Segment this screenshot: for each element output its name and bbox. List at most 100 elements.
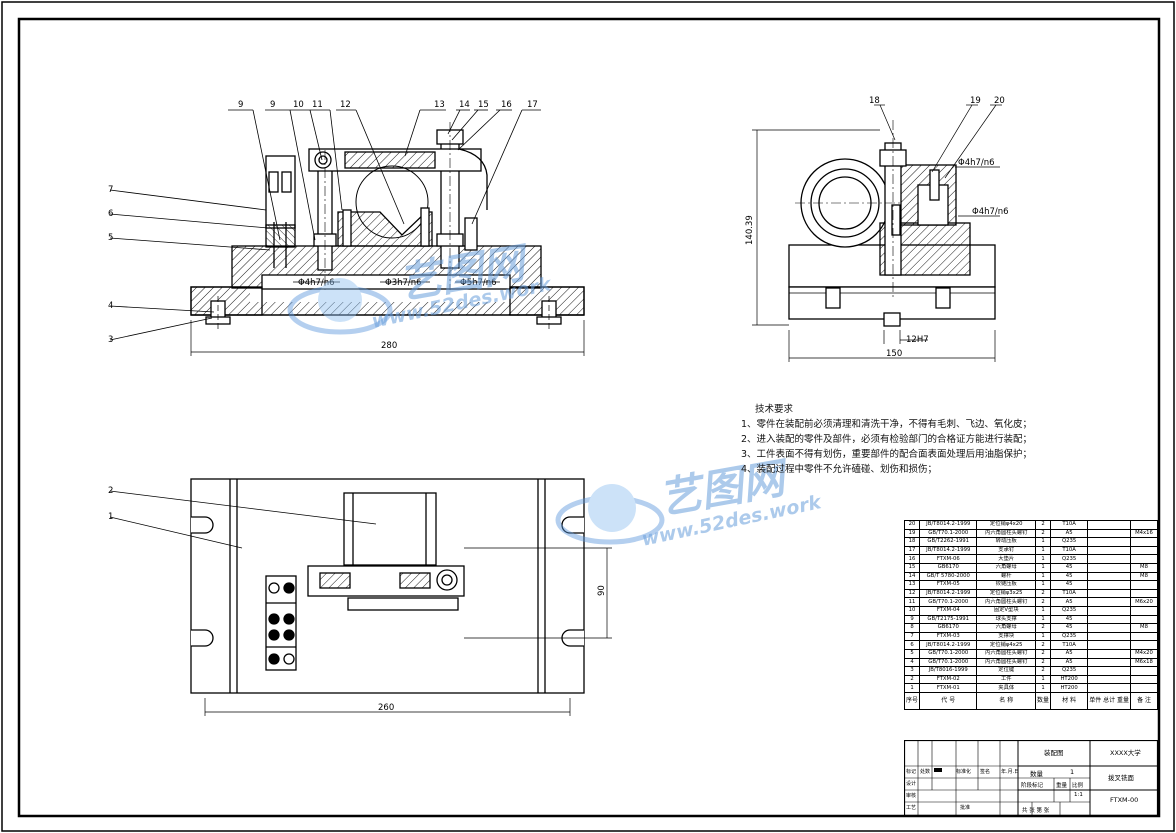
- bom-cell-code: JB/T8014.2-1999: [919, 640, 978, 650]
- bom-cell-code: JB/T8016-1999: [919, 666, 978, 676]
- bom-cell-remark: [1130, 554, 1158, 564]
- bom-cell-qty: 1: [1034, 683, 1052, 693]
- bom-cell-mat: Q235: [1050, 631, 1089, 642]
- bom-cell-qty: 1: [1034, 605, 1052, 616]
- bom-cell-no: 18: [903, 537, 921, 547]
- label-14: 14: [459, 100, 470, 110]
- bom-cell-no: 11: [903, 597, 921, 607]
- bom-header-wt: 单件 总计 重量: [1087, 691, 1132, 710]
- label-12: 12: [340, 100, 351, 110]
- bom-cell-code: JB/T8014.2-1999: [919, 588, 978, 599]
- tb-drawing-no: FTXM-00: [1110, 796, 1139, 804]
- bom-cell-name: 工件: [976, 674, 1036, 685]
- bom-cell-remark: M8: [1130, 571, 1158, 582]
- bom-cell-qty: 2: [1034, 588, 1052, 599]
- watermark-logo-1: [287, 278, 393, 335]
- bom-cell-wt: [1087, 528, 1132, 539]
- bom-cell-code: FTXM-03: [919, 631, 978, 642]
- label-13: 13: [434, 100, 445, 110]
- bom-cell-mat: HT200: [1050, 683, 1089, 693]
- tb-scale: 1:1: [1074, 792, 1083, 798]
- bom-cell-name: 固定V型块: [976, 605, 1036, 616]
- front-view: [190, 122, 585, 330]
- bom-header-remark: 备 注: [1130, 691, 1158, 710]
- bom-cell-wt: [1087, 554, 1132, 564]
- bom-cell-code: GB/T70.1-2000: [919, 657, 978, 668]
- bom-cell-mat: A5: [1050, 648, 1089, 659]
- bom-cell-name: 转动压板: [976, 537, 1036, 547]
- label-1: 1: [108, 512, 113, 522]
- bom-cell-mat: T10A: [1050, 545, 1089, 556]
- bom-cell-mat: HT200: [1050, 674, 1089, 685]
- bom-cell-wt: [1087, 545, 1132, 556]
- tb-qty: 1: [1070, 768, 1075, 776]
- bom-cell-no: 3: [903, 666, 921, 676]
- bom-cell-mat: Q235: [1050, 554, 1089, 564]
- label-4: 4: [108, 301, 113, 311]
- bom-cell-qty: 2: [1034, 528, 1052, 539]
- tb-sign: 签名: [980, 769, 991, 775]
- label-7: 7: [108, 185, 113, 195]
- bom-cell-code: JB/T8014.2-1999: [919, 545, 978, 556]
- bom-cell-no: 2: [903, 674, 921, 685]
- bom-cell-qty: 1: [1034, 554, 1052, 564]
- bom-cell-remark: [1130, 580, 1158, 590]
- bom-cell-name: 大垫片: [976, 554, 1036, 564]
- bom-cell-qty: 1: [1034, 562, 1052, 573]
- label-9b: 9: [270, 100, 275, 110]
- bom-cell-mat: 45: [1050, 571, 1089, 582]
- bom-cell-code: GB6170: [919, 562, 978, 573]
- plan-dim-lines: [109, 490, 612, 716]
- bom-cell-mat: T10A: [1050, 640, 1089, 650]
- bom-cell-mat: Q235: [1050, 666, 1089, 676]
- plan-view: [190, 478, 585, 694]
- bom-cell-mat: 45: [1050, 614, 1089, 625]
- dim-fit-side-2: Φ4h7/n6: [972, 207, 1009, 217]
- bom-header-name: 名 称: [976, 691, 1036, 710]
- tb-process: 工艺: [906, 805, 917, 811]
- bom-cell-no: 1: [903, 683, 921, 693]
- bom-cell-qty: 2: [1034, 666, 1052, 676]
- tech-title: 技术要求: [755, 404, 794, 415]
- bom-cell-mat: A5: [1050, 657, 1089, 668]
- bom-cell-remark: [1130, 666, 1158, 676]
- bom-cell-no: 14: [903, 571, 921, 582]
- dim-fit-2: Φ3h7/n6: [385, 278, 422, 288]
- bom-cell-code: GB/T70.1-2000: [919, 597, 978, 607]
- tb-part-name: 拨叉铣面: [1108, 774, 1134, 782]
- tb-school: XXXX大学: [1110, 749, 1141, 757]
- bom-cell-no: 19: [903, 528, 921, 539]
- bom-cell-wt: [1087, 623, 1132, 633]
- bom-cell-remark: [1130, 588, 1158, 599]
- label-15: 15: [478, 100, 489, 110]
- dim-height-140: 140.39: [745, 215, 755, 245]
- bom-cell-mat: Q235: [1050, 537, 1089, 547]
- dim-fit-3: Φ5h7/n6: [460, 278, 497, 288]
- dim-height-90: 90: [597, 585, 607, 596]
- bom-cell-code: GB6170: [919, 623, 978, 633]
- tb-drawing-name: 装配图: [1044, 749, 1064, 757]
- tb-design: 设计: [906, 781, 917, 787]
- tb-footer: 共 张 第 张: [1022, 808, 1050, 814]
- bom-cell-code: FTXM-04: [919, 605, 978, 616]
- bom-cell-wt: [1087, 683, 1132, 693]
- bom-cell-no: 10: [903, 605, 921, 616]
- bom-cell-wt: [1087, 580, 1132, 590]
- front-leaders: [109, 109, 541, 341]
- bom-cell-no: 13: [903, 580, 921, 590]
- title-block: 装配图 XXXX大学 数量 1 拨叉铣面 阶段标记 重量 比例 1:1 FTXM…: [904, 740, 1158, 816]
- bom-cell-qty: 2: [1034, 520, 1052, 530]
- bom-cell-remark: [1130, 614, 1158, 625]
- bom-cell-remark: M8: [1130, 623, 1158, 633]
- bom-cell-mat: A5: [1050, 528, 1089, 539]
- bom-cell-name: 内六角圆柱头螺钉: [976, 528, 1036, 539]
- bom-cell-wt: [1087, 520, 1132, 530]
- bom-cell-wt: [1087, 605, 1132, 616]
- bom-cell-mat: T10A: [1050, 588, 1089, 599]
